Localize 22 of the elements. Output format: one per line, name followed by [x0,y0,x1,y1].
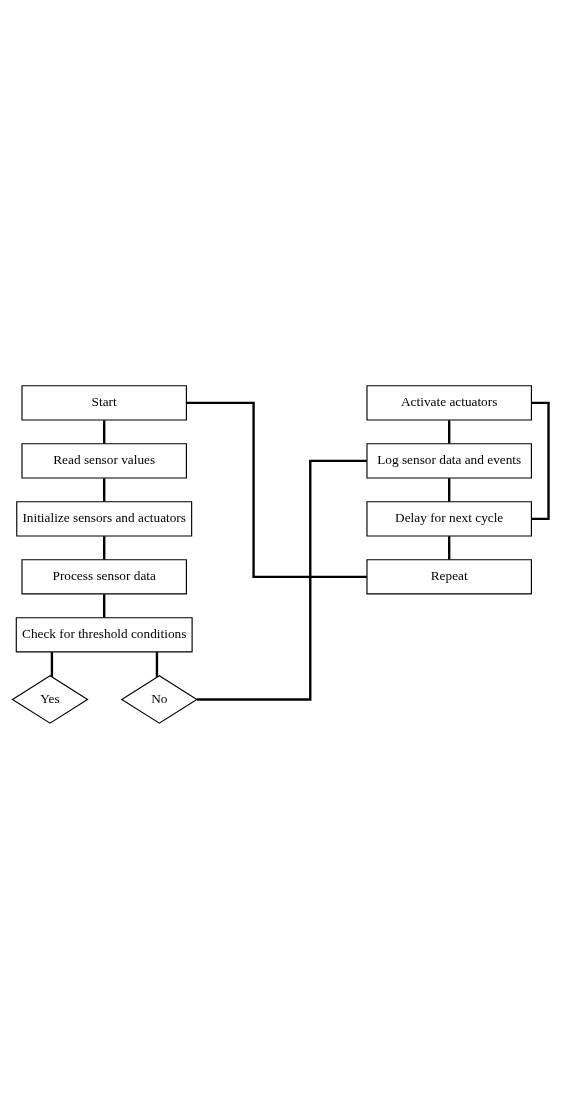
node-box: Read sensor values [21,442,187,479]
node-box: Initialize sensors and actuators [16,500,193,537]
node-box: Process sensor data [21,558,187,594]
connector [186,401,367,578]
node-box: Repeat [366,558,532,594]
connector [448,535,451,559]
node-box: Activate actuators [366,384,532,421]
node-box: Check for threshold conditions [15,616,193,652]
connector [197,459,367,701]
connector [103,535,106,559]
connector [50,651,54,677]
connector [103,419,106,443]
connector [103,477,106,501]
node-diamond: Yes [11,674,89,724]
node-box: Delay for next cycle [366,500,532,537]
node-box: Log sensor data and events [366,442,532,479]
node-diamond: No [120,674,198,724]
connector [103,593,106,617]
node-box: Start [21,384,187,421]
connector [448,477,451,501]
connector [155,651,159,677]
connector [448,419,451,443]
